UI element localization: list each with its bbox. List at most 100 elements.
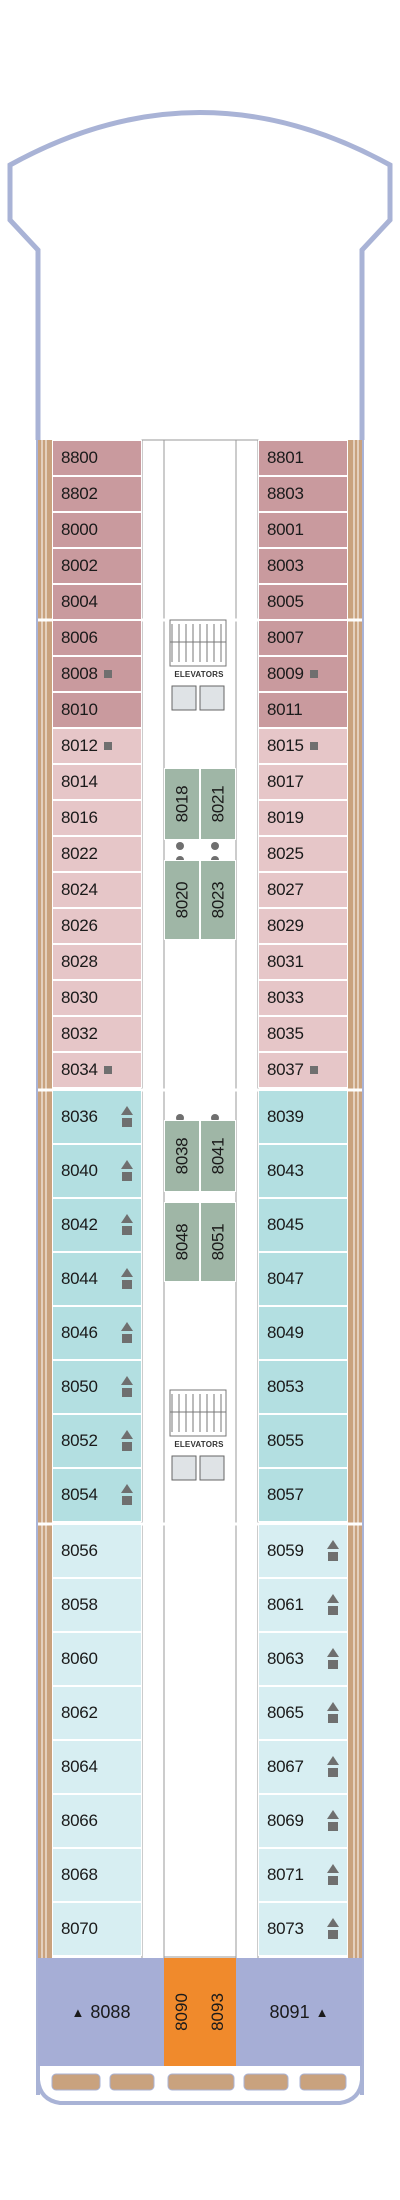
suite-8023[interactable]: 8023 [200,860,236,940]
cabin-8052[interactable]: 8052 [52,1414,142,1468]
cabin-8058[interactable]: 8058 [52,1578,142,1632]
suite-number: 8041 [208,1137,227,1175]
cabin-number: 8000 [61,520,98,539]
cabin-8031[interactable]: 8031 [258,944,348,980]
cabin-8011[interactable]: 8011 [258,692,348,728]
cabin-8066[interactable]: 8066 [52,1794,142,1848]
cabin-8016[interactable]: 8016 [52,800,142,836]
cabin-8001[interactable]: 8001 [258,512,348,548]
suite-8038[interactable]: 8038 [164,1120,200,1192]
cabin-8046[interactable]: 8046 [52,1306,142,1360]
cabin-8030[interactable]: 8030 [52,980,142,1016]
cabin-8073[interactable]: 8073 [258,1902,348,1956]
cabin-8047[interactable]: 8047 [258,1252,348,1306]
cabin-8008[interactable]: 8008 [52,656,142,692]
cabin-8034[interactable]: 8034 [52,1052,142,1088]
cabin-8068[interactable]: 8068 [52,1848,142,1902]
stanchion-dot [211,842,219,850]
cabin-8007[interactable]: 8007 [258,620,348,656]
wheelchair-triangle-icon [121,1106,133,1127]
cabin-8043[interactable]: 8043 [258,1144,348,1198]
wheelchair-triangle-icon [121,1484,133,1505]
suite-8021[interactable]: 8021 [200,768,236,840]
cabin-8039[interactable]: 8039 [258,1090,348,1144]
cabin-8004[interactable]: 8004 [52,584,142,620]
suite-8090[interactable]: 8090 [164,1958,200,2066]
suite-8018[interactable]: 8018 [164,768,200,840]
cabin-8037[interactable]: 8037 [258,1052,348,1088]
cabin-8028[interactable]: 8028 [52,944,142,980]
suite-8091[interactable]: 8091▲ [236,1958,362,2066]
cabin-8057[interactable]: 8057 [258,1468,348,1522]
cabin-8010[interactable]: 8010 [52,692,142,728]
cabin-8054[interactable]: 8054 [52,1468,142,1522]
cabin-8045[interactable]: 8045 [258,1198,348,1252]
cabin-8015[interactable]: 8015 [258,728,348,764]
cabin-8000[interactable]: 8000 [52,512,142,548]
wheelchair-triangle-icon [327,1540,339,1561]
cabin-8062[interactable]: 8062 [52,1686,142,1740]
stairs-icon [169,619,227,667]
cabin-8070[interactable]: 8070 [52,1902,142,1956]
suite-8048[interactable]: 8048 [164,1202,200,1282]
cabin-8069[interactable]: 8069 [258,1794,348,1848]
cabin-number: 8029 [267,916,304,935]
cabin-8050[interactable]: 8050 [52,1360,142,1414]
cabin-8025[interactable]: 8025 [258,836,348,872]
cabin-8036[interactable]: 8036 [52,1090,142,1144]
elevators-label: ELEVATORS [174,670,224,679]
cabin-8064[interactable]: 8064 [52,1740,142,1794]
cabin-8017[interactable]: 8017 [258,764,348,800]
suite-number: 8021 [208,785,227,823]
cabin-8071[interactable]: 8071 [258,1848,348,1902]
cabin-8055[interactable]: 8055 [258,1414,348,1468]
cabin-8803[interactable]: 8803 [258,476,348,512]
cabin-8014[interactable]: 8014 [52,764,142,800]
cabin-8065[interactable]: 8065 [258,1686,348,1740]
cabin-number: 8032 [61,1024,98,1043]
cabin-8006[interactable]: 8006 [52,620,142,656]
cabin-8033[interactable]: 8033 [258,980,348,1016]
cabin-8800[interactable]: 8800 [52,440,142,476]
cabin-8022[interactable]: 8022 [52,836,142,872]
cabin-8063[interactable]: 8063 [258,1632,348,1686]
cabin-number: 8027 [267,880,304,899]
cabin-8009[interactable]: 8009 [258,656,348,692]
cabin-8053[interactable]: 8053 [258,1360,348,1414]
cabin-8026[interactable]: 8026 [52,908,142,944]
cabin-8002[interactable]: 8002 [52,548,142,584]
cabin-8056[interactable]: 8056 [52,1524,142,1578]
cabin-8003[interactable]: 8003 [258,548,348,584]
cabin-8059[interactable]: 8059 [258,1524,348,1578]
cabin-8802[interactable]: 8802 [52,476,142,512]
suite-8051[interactable]: 8051 [200,1202,236,1282]
cabin-number: 8009 [267,664,304,683]
cabin-8801[interactable]: 8801 [258,440,348,476]
cabin-8029[interactable]: 8029 [258,908,348,944]
cabin-8005[interactable]: 8005 [258,584,348,620]
cabin-8032[interactable]: 8032 [52,1016,142,1052]
suite-8041[interactable]: 8041 [200,1120,236,1192]
cabin-8042[interactable]: 8042 [52,1198,142,1252]
cabin-8044[interactable]: 8044 [52,1252,142,1306]
suite-8093[interactable]: 8093 [200,1958,236,2066]
cabin-8067[interactable]: 8067 [258,1740,348,1794]
cabin-number: 8044 [61,1269,98,1288]
cabin-8061[interactable]: 8061 [258,1578,348,1632]
cabin-number: 8035 [267,1024,304,1043]
cabin-8024[interactable]: 8024 [52,872,142,908]
suite-number: 8093 [208,1993,228,2031]
cabin-number: 8004 [61,592,98,611]
cabin-8019[interactable]: 8019 [258,800,348,836]
cabin-8060[interactable]: 8060 [52,1632,142,1686]
cabin-8027[interactable]: 8027 [258,872,348,908]
suite-8088[interactable]: ▲8088 [38,1958,164,2066]
wheelchair-triangle-icon [327,1756,339,1777]
cabin-8012[interactable]: 8012 [52,728,142,764]
cabin-number: 8065 [267,1703,304,1722]
cabin-8049[interactable]: 8049 [258,1306,348,1360]
suite-8020[interactable]: 8020 [164,860,200,940]
cabin-8035[interactable]: 8035 [258,1016,348,1052]
cabin-8040[interactable]: 8040 [52,1144,142,1198]
